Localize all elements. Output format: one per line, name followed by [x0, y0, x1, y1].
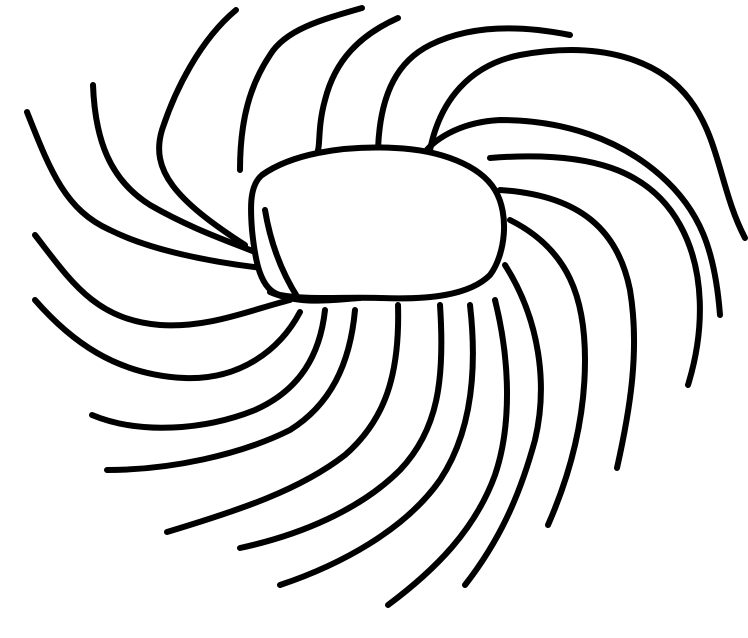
strand-upper-3 [318, 18, 398, 150]
strand-upper-2 [240, 8, 362, 170]
strand-left-3 [35, 300, 300, 378]
central-body [251, 147, 504, 298]
strand-lower-6 [388, 300, 507, 605]
strand-upper-1 [159, 10, 245, 245]
strand-left-1 [27, 112, 262, 268]
strand-right-3 [500, 190, 634, 468]
strand-top-right [378, 28, 570, 150]
strand-upper-4 [93, 85, 255, 252]
